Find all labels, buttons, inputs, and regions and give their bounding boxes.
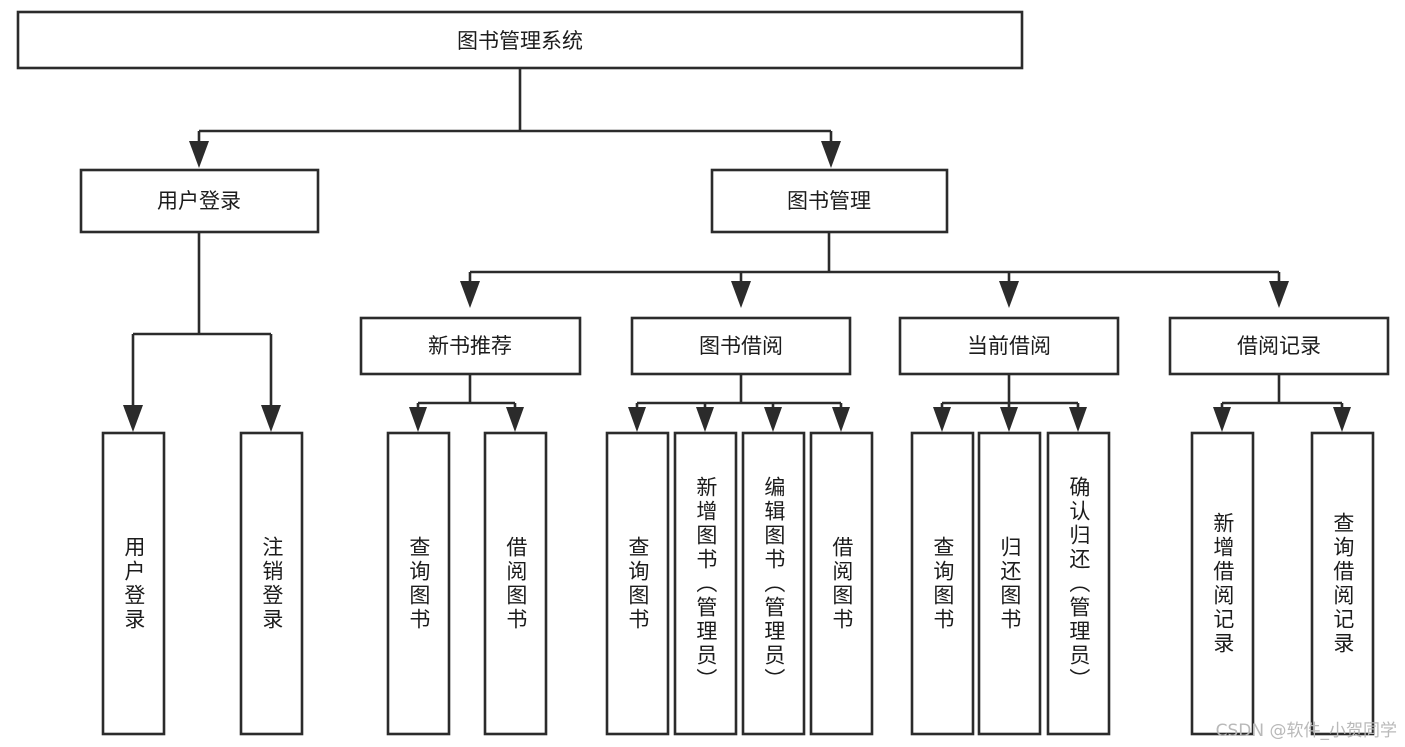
node-user-login-label: 用户登录 — [157, 189, 241, 213]
connector-new-book-recommend-to-leaves — [409, 374, 524, 432]
leaf-return-book-rect[interactable] — [977, 431, 1042, 736]
connector-user-login-to-leaves — [123, 232, 281, 432]
arrow-head-icon — [731, 281, 751, 308]
node-book-borrow-label: 图书借阅 — [699, 334, 783, 358]
arrow-head-icon — [1213, 407, 1231, 432]
leaf-borrow-book-2-rect[interactable] — [809, 431, 874, 736]
node-current-borrow[interactable]: 当前借阅 — [898, 316, 1120, 376]
arrow-head-icon — [189, 141, 209, 168]
node-book-borrow[interactable]: 图书借阅 — [630, 316, 852, 376]
node-new-book-recommend-label: 新书推荐 — [428, 334, 512, 358]
node-new-book-recommend[interactable]: 新书推荐 — [359, 316, 582, 376]
leaf-query-book-2-rect[interactable] — [605, 431, 670, 736]
arrow-head-icon — [832, 407, 850, 432]
leaf-add-record-rect[interactable] — [1190, 431, 1255, 736]
arrow-head-icon — [1269, 281, 1289, 308]
node-book-management-label: 图书管理 — [787, 189, 871, 213]
node-current-borrow-rect — [898, 316, 1120, 376]
arrow-head-icon — [460, 281, 480, 308]
arrow-head-icon — [696, 407, 714, 432]
arrow-head-icon — [999, 281, 1019, 308]
node-new-book-recommend-rect — [359, 316, 582, 376]
connector-root-to-level2 — [189, 68, 841, 168]
node-root[interactable]: 图书管理系统 — [16, 10, 1024, 70]
arrow-head-icon — [933, 407, 951, 432]
leaf-add-book-rect[interactable] — [673, 431, 738, 736]
node-borrow-record[interactable]: 借阅记录 — [1168, 316, 1390, 376]
connector-borrow-record-to-leaves — [1213, 374, 1351, 432]
arrow-head-icon — [1333, 407, 1351, 432]
arrow-head-icon — [261, 405, 281, 432]
leaf-user-login-rect[interactable] — [101, 431, 166, 736]
arrow-head-icon — [628, 407, 646, 432]
connector-current-borrow-to-leaves — [933, 374, 1087, 432]
leaf-edit-book-rect[interactable] — [741, 431, 806, 736]
leaf-borrow-book-1-rect[interactable] — [483, 431, 548, 736]
arrow-head-icon — [506, 407, 524, 432]
connector-book-borrow-to-leaves — [628, 374, 850, 432]
leaf-logout-rect[interactable] — [239, 431, 304, 736]
arrow-head-icon — [1069, 407, 1087, 432]
node-current-borrow-label: 当前借阅 — [967, 334, 1051, 358]
node-user-login[interactable]: 用户登录 — [79, 168, 320, 234]
arrow-head-icon — [123, 405, 143, 432]
node-root-rect — [16, 10, 1024, 70]
leaf-confirm-return-rect[interactable] — [1046, 431, 1111, 736]
arrow-head-icon — [1000, 407, 1018, 432]
node-root-label: 图书管理系统 — [457, 29, 583, 53]
node-book-management[interactable]: 图书管理 — [710, 168, 949, 234]
connector-book-management-to-level3 — [460, 232, 1289, 308]
leaf-query-book-1-rect[interactable] — [386, 431, 451, 736]
watermark-text: CSDN @软件_小贺同学 — [1215, 721, 1397, 741]
arrow-head-icon — [764, 407, 782, 432]
node-borrow-record-label: 借阅记录 — [1237, 334, 1321, 358]
leaf-query-book-3-rect[interactable] — [910, 431, 975, 736]
node-user-login-rect — [79, 168, 320, 234]
arrow-head-icon — [409, 407, 427, 432]
leaf-query-record-rect[interactable] — [1310, 431, 1375, 736]
arrow-head-icon — [821, 141, 841, 168]
